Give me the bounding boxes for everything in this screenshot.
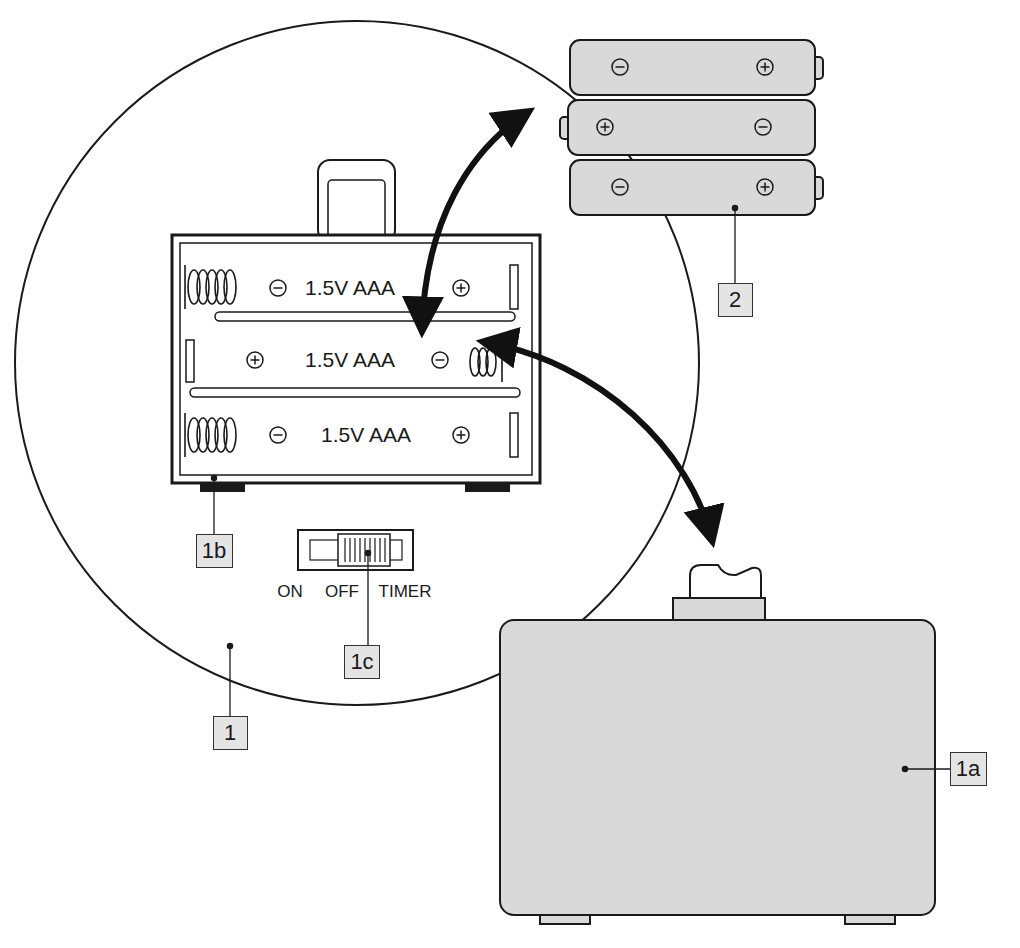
batteries [560,40,823,215]
plus-symbol [757,59,773,75]
spring-coil [224,270,236,304]
flat-contact [186,340,194,382]
battery [568,100,815,155]
grip-line [354,538,355,562]
flat-contact [510,413,518,457]
holder-frame [172,235,540,483]
cover-body [500,620,935,915]
holder-foot [465,483,510,492]
battery-spec: 1.5V AAA [319,424,413,446]
leader-line [905,768,950,769]
leader-dot [902,766,907,771]
switch-position: TIMER [377,583,434,601]
leader-line [367,553,368,645]
leader-line [229,646,230,716]
callout-number: 1b [202,540,226,562]
grip-line [364,538,365,562]
callout-number: 2 [729,289,741,311]
plus-symbol [597,119,613,135]
callout-box: 2 [718,283,753,317]
contact-spring [185,413,236,457]
switch-position: ON [275,583,305,601]
leader-dot [732,205,737,210]
callout-box: 1b [196,534,233,568]
contact-spring [185,265,236,309]
label-text: 1.5V AAA [305,276,395,299]
plus-symbol [247,352,263,368]
battery [570,40,815,95]
minus-symbol [612,59,628,75]
label-text: 1.5V AAA [321,423,411,446]
holder-clip [328,180,385,240]
cover-hook [690,565,761,600]
minus-symbol [612,179,628,195]
holder-foot [200,483,245,492]
callout-number: 1c [350,651,373,673]
minus-symbol [755,119,771,135]
minus-symbol [270,427,286,443]
holder-clip [318,160,395,242]
callout-number: 1 [224,722,236,744]
grip-line [379,538,380,562]
insert-arrow [484,342,712,540]
switch-body [298,530,413,570]
grip-line [384,538,385,562]
insert-arrow [422,112,528,330]
battery [570,160,815,215]
minus-symbol [270,280,286,296]
plus-symbol [757,179,773,195]
label-text: OFF [325,582,359,601]
slider-grip [345,538,385,562]
grip-line [349,538,350,562]
callout-box: 1a [950,752,987,786]
label-text: 1.5V AAA [305,348,395,371]
label-text: ON [277,582,303,601]
leader-dot [227,643,232,648]
callout-number: 1a [956,758,980,780]
battery-spec: 1.5V AAA [303,349,397,371]
leader-lines [211,205,950,771]
contact-plate [184,265,186,309]
callout-box: 1c [344,645,380,679]
spring-coil [224,418,236,452]
label-text: TIMER [379,582,432,601]
leader-dot [365,550,370,555]
plus-symbol [453,427,469,443]
leader-dot [211,475,216,480]
spring-coil [486,348,496,376]
contact-plate [184,413,186,457]
minus-symbol [432,352,448,368]
grip-line [369,538,370,562]
slide-switch [298,530,413,570]
leader-line [213,478,214,534]
slot-divider [190,388,520,397]
grip-line [359,538,360,562]
battery-spec: 1.5V AAA [303,277,397,299]
grip-line [344,538,345,562]
cover-tab [673,598,765,622]
holder-frame [180,243,532,475]
leader-line [734,208,735,283]
switch-position: OFF [323,583,361,601]
slot-divider [215,312,515,321]
flat-contact [510,265,518,309]
callout-box: 1 [213,716,248,750]
switch-slider [338,534,390,566]
grip-line [374,538,375,562]
plus-symbol [453,280,469,296]
battery-holder [172,160,540,492]
contact-spring [470,342,502,382]
battery-cover [500,565,935,924]
